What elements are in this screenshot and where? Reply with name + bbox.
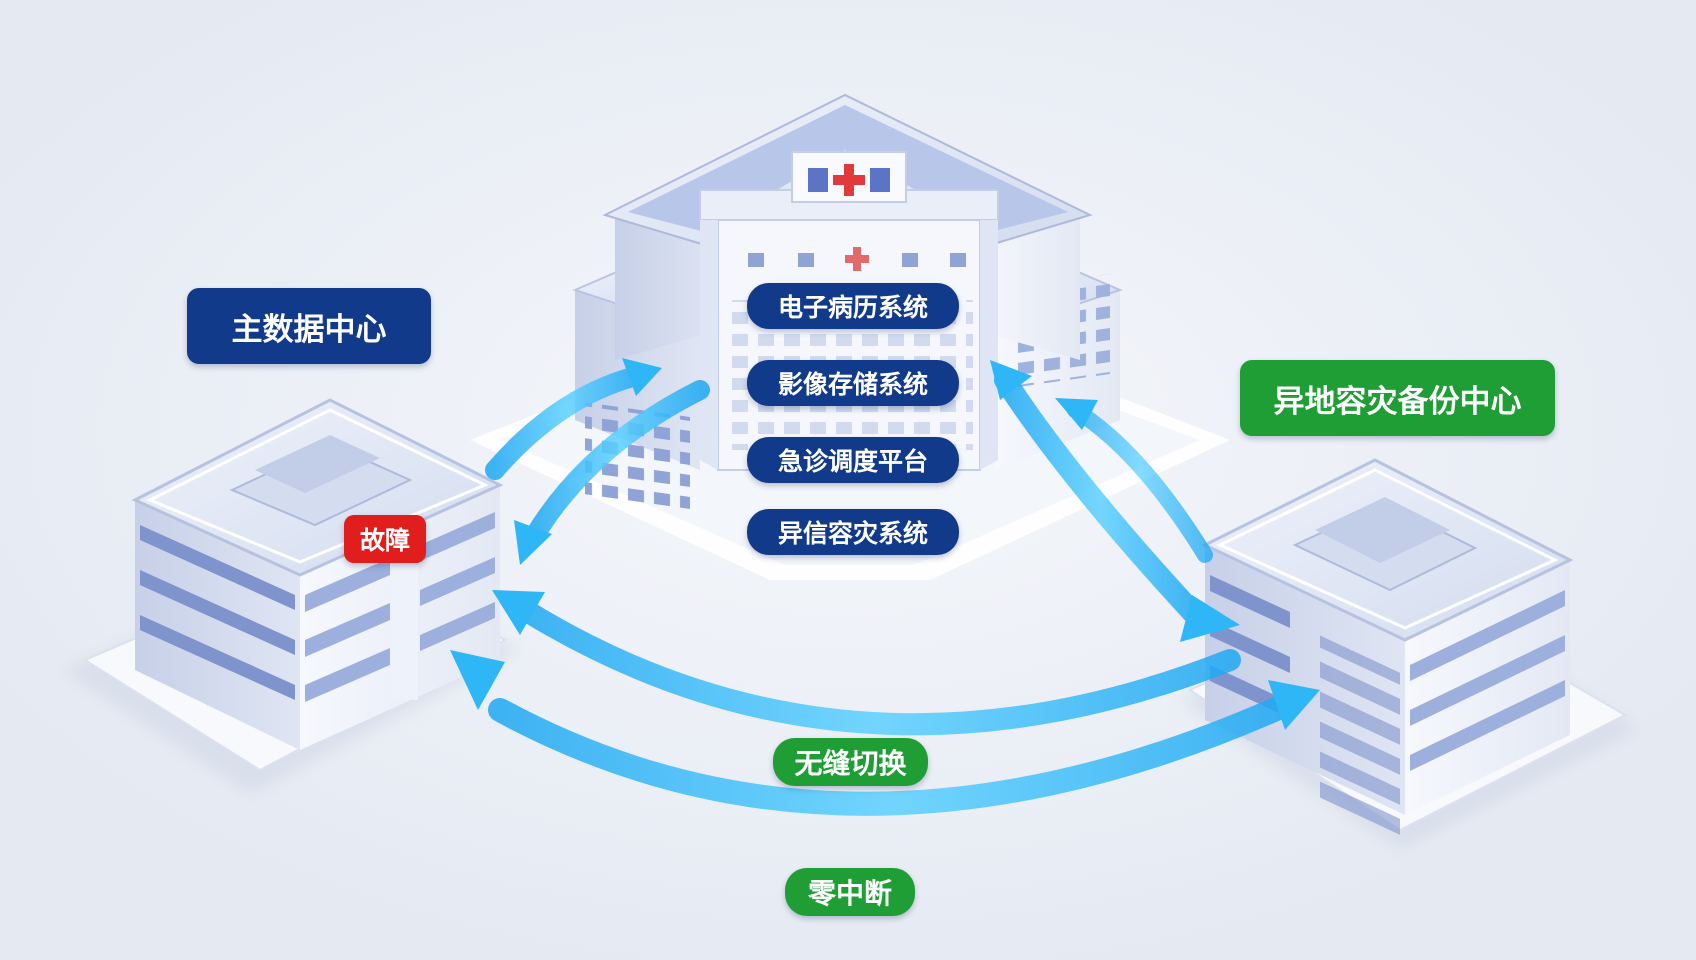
primary-data-center-label: 主数据中心 <box>187 288 431 364</box>
system-label-emergency: 急诊调度平台 <box>747 437 959 483</box>
seamless-switch-label: 无缝切换 <box>773 738 928 786</box>
system-label-disaster-recovery: 异信容灾系统 <box>747 509 959 555</box>
system-label-pacs: 影像存储系统 <box>747 360 959 406</box>
backup-data-center-label: 异地容灾备份中心 <box>1240 360 1555 436</box>
zero-interruption-label: 零中断 <box>785 868 915 916</box>
system-label-emr: 电子病历系统 <box>747 283 959 329</box>
fault-badge: 故障 <box>344 515 426 563</box>
